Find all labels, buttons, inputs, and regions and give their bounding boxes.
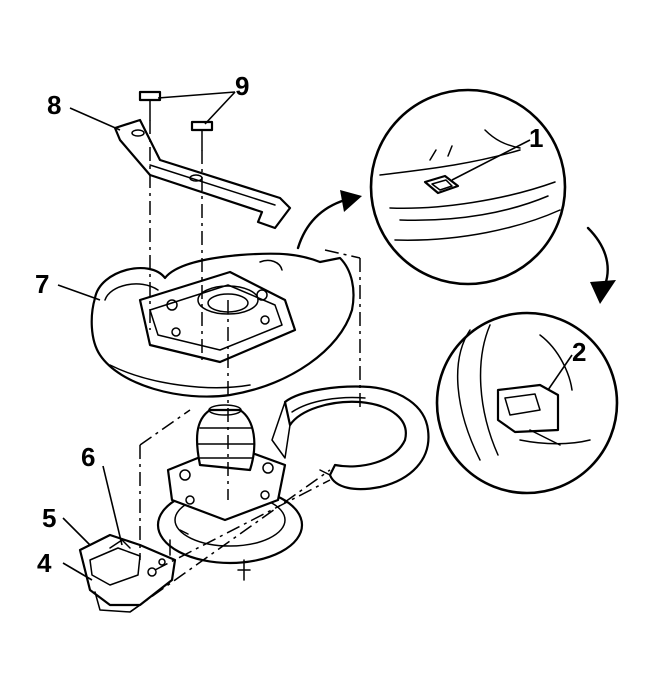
callout-8: 8 <box>47 90 61 120</box>
callout-9: 9 <box>235 71 249 101</box>
backing-plate <box>90 252 355 398</box>
arrow-to-bottom-detail <box>586 226 616 304</box>
callout-4: 4 <box>37 548 52 578</box>
callout-2: 2 <box>572 337 586 367</box>
hub-bearing-assembly <box>156 404 304 581</box>
callout-6: 6 <box>81 442 95 472</box>
detail-view-bottom <box>435 311 619 495</box>
actuator-bracket <box>78 533 177 613</box>
bolt <box>138 90 162 121</box>
callout-1: 1 <box>529 123 543 153</box>
callout-7: 7 <box>35 269 49 299</box>
callout-5: 5 <box>42 503 56 533</box>
alignment-lines <box>129 120 361 613</box>
arrow-to-top-detail <box>296 190 362 250</box>
bolt <box>190 120 214 151</box>
brake-shoe-ring <box>271 385 430 491</box>
detail-view-top <box>369 88 567 286</box>
leader-lines <box>57 91 573 581</box>
